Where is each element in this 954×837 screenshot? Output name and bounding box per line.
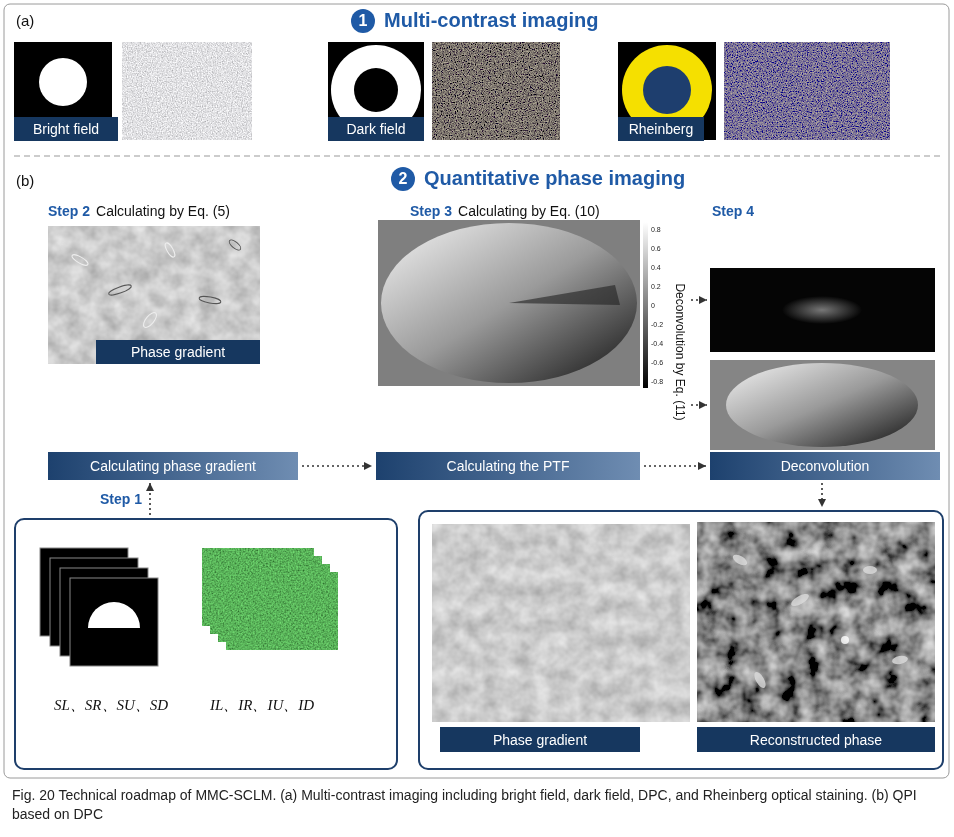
colorbar-tick: -0.8 xyxy=(651,378,663,386)
half-aperture xyxy=(88,602,140,628)
image-tag: Phase gradient xyxy=(440,727,640,752)
node-text: Phase gradient xyxy=(493,732,587,748)
node-text: SL、SR、SU、SD xyxy=(54,696,168,715)
image-panel: Phase gradient Reconstructed phase xyxy=(418,510,944,770)
cell-marks xyxy=(71,238,243,329)
ptf-ellipse xyxy=(381,223,637,383)
dark-field-image xyxy=(432,42,560,140)
section-heading: Multi-contrast imaging xyxy=(384,8,598,32)
section-number: 2 xyxy=(390,166,416,192)
panel-letter: (a) xyxy=(16,12,34,29)
node-text: Deconvolution xyxy=(781,458,870,474)
phase-gradient-image xyxy=(432,524,690,722)
process-box: Calculating the PTF xyxy=(376,452,640,480)
section-heading: Quantitative phase imaging xyxy=(424,166,685,190)
spectrum-glow xyxy=(782,296,862,324)
step-label: Step 3 xyxy=(410,203,452,219)
image-tag: Dark field xyxy=(328,117,424,141)
vertical-note: Deconvolution by Eq. (11) xyxy=(673,283,687,420)
step-label: Step 4 xyxy=(712,203,754,219)
rheinberg-image xyxy=(724,42,890,140)
mask-stack xyxy=(40,548,158,666)
bright-field-image xyxy=(122,42,252,140)
colorbar-tick: 0 xyxy=(651,302,655,310)
phase-gradient-image xyxy=(48,226,260,364)
colorbar-tick: 0.2 xyxy=(651,283,661,291)
equation-note: Calculating by Eq. (10) xyxy=(458,203,600,219)
node-text: 1 xyxy=(359,12,368,30)
node-text: Calculating phase gradient xyxy=(90,458,256,474)
image-tag: Reconstructed phase xyxy=(697,727,935,752)
node-text: Phase gradient xyxy=(131,344,225,360)
ptf-image xyxy=(710,360,935,450)
colorbar xyxy=(643,222,648,388)
image-panel: SL、SR、SU、SD IL、IR、IU、ID xyxy=(14,518,398,770)
process-box: Deconvolution xyxy=(710,452,940,480)
step-label: Step 2 xyxy=(48,203,90,219)
dotted-arrow xyxy=(691,404,707,406)
rheinberg-mask xyxy=(618,42,716,140)
mask-stop xyxy=(643,66,691,114)
equation-note: Calculating by Eq. (5) xyxy=(96,203,230,219)
image-stack xyxy=(202,548,338,650)
image-tag: Rheinberg xyxy=(618,117,704,141)
image-tag: Bright field xyxy=(14,117,118,141)
separator-line xyxy=(14,156,940,157)
flow-arrow xyxy=(149,483,151,515)
mask-stop xyxy=(354,68,398,112)
dotted-arrow xyxy=(691,299,707,301)
colorbar-tick: 0.8 xyxy=(651,226,661,234)
circle-shape xyxy=(391,167,415,191)
mask-aperture xyxy=(39,58,87,106)
circle-shape xyxy=(351,9,375,33)
cell-marks xyxy=(731,553,909,690)
node-text: Calculating the PTF xyxy=(447,458,570,474)
figure-caption: Fig. 20 Technical roadmap of MMC-SCLM. (… xyxy=(12,786,942,824)
reconstructed-phase-image xyxy=(697,522,935,722)
flow-arrow xyxy=(302,465,372,467)
step-label: Step 1 xyxy=(100,491,142,507)
ptf-image xyxy=(378,220,640,386)
flow-arrow xyxy=(821,483,823,507)
panel-letter: (b) xyxy=(16,172,34,189)
colorbar-tick: -0.2 xyxy=(651,321,663,329)
colorbar-tick: 0.6 xyxy=(651,245,661,253)
node-text: Rheinberg xyxy=(629,121,694,137)
spectrum-image xyxy=(710,268,935,352)
node-text: IL、IR、IU、ID xyxy=(210,696,314,715)
ptf-wedge xyxy=(509,285,620,305)
process-box: Calculating phase gradient xyxy=(48,452,298,480)
image-tag: Phase gradient xyxy=(96,340,260,364)
flow-arrow xyxy=(644,465,706,467)
node-text: Bright field xyxy=(33,121,99,137)
colorbar-tick: -0.4 xyxy=(651,340,663,348)
node-text: Reconstructed phase xyxy=(750,732,882,748)
node-text: 2 xyxy=(399,170,408,188)
section-number: 1 xyxy=(350,8,376,34)
node-text: Dark field xyxy=(346,121,405,137)
ptf-ellipse xyxy=(726,363,918,447)
colorbar-tick: -0.6 xyxy=(651,359,663,367)
figure-frame xyxy=(4,4,949,778)
colorbar-tick: 0.4 xyxy=(651,264,661,272)
